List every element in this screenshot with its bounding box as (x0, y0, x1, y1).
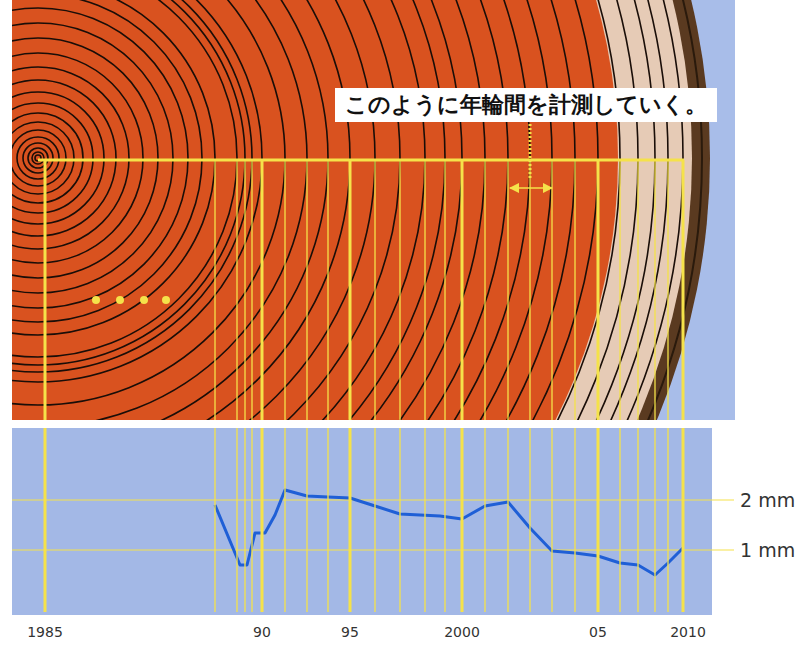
chart-panel (12, 428, 712, 615)
year-line (461, 160, 464, 612)
growth-ring (12, 0, 252, 372)
axis-unit: 2 mm (740, 489, 795, 511)
year-line (597, 160, 600, 612)
growth-ring (12, 0, 638, 420)
growth-ring (23, 143, 53, 173)
growth-ring (12, 38, 158, 278)
growth-ring (12, 0, 245, 365)
bark-edge (12, 0, 702, 420)
growth-ring (12, 0, 683, 420)
bark (12, 0, 710, 420)
axis-unit: 1 mm (740, 539, 795, 561)
year-line (484, 160, 485, 612)
grid (12, 500, 734, 550)
year-line (261, 160, 264, 612)
year-label: 95 (341, 624, 359, 640)
callout-box: このように年輪間を計測していく。 (335, 88, 717, 122)
sapwood (12, 0, 692, 420)
year-line (374, 160, 375, 612)
measure-lines (38, 124, 684, 612)
growth-ring (17, 137, 59, 179)
year-line (284, 160, 285, 612)
growth-ring (12, 0, 375, 420)
growth-ring (12, 0, 285, 405)
growth-ring (12, 23, 173, 293)
growth-ring (12, 0, 598, 420)
year-line (424, 160, 425, 612)
growth-ring (12, 0, 575, 420)
pointer-line (529, 124, 532, 180)
year-line (507, 160, 508, 612)
growth-ring (12, 92, 104, 224)
year-line (44, 160, 47, 612)
growth-ring (12, 122, 74, 194)
year-line (327, 160, 328, 612)
growth-ring (12, 0, 445, 420)
year-line (667, 160, 668, 612)
year-label: 1985 (27, 624, 63, 640)
growth-ring (12, 80, 116, 236)
year-line (654, 160, 655, 612)
year-label: 05 (589, 624, 607, 640)
year-line (682, 160, 685, 612)
growth-ring (12, 67, 129, 249)
dot (92, 296, 100, 304)
dot (162, 296, 170, 304)
growth-ring (12, 0, 425, 420)
year-label: 2000 (444, 624, 480, 640)
growth-ring (12, 103, 93, 213)
ellipsis-dots (92, 296, 170, 304)
growth-ring (12, 53, 143, 263)
tree-section (12, 0, 710, 420)
year-line (251, 160, 252, 612)
growth-ring (32, 152, 44, 164)
growth-ring (12, 0, 350, 420)
growth-ring (12, 0, 655, 420)
year-line (399, 160, 400, 612)
heartwood (12, 0, 618, 420)
year-line (637, 160, 638, 612)
year-line (551, 160, 552, 612)
year-line (574, 160, 575, 612)
year-label: 2010 (670, 624, 706, 640)
callout-text: このように年輪間を計測していく。 (345, 92, 707, 118)
growth-ring (12, 0, 552, 420)
dot (116, 296, 124, 304)
growth-ring (12, 113, 83, 203)
year-line (214, 160, 215, 612)
year-line (349, 160, 352, 612)
grid-line (12, 499, 734, 500)
interval-arrow (510, 187, 552, 189)
year-label: 90 (253, 624, 271, 640)
growth-ring (12, 0, 620, 420)
growth-ring (12, 0, 262, 382)
year-line (444, 160, 445, 612)
growth-ring (12, 0, 485, 420)
radius-line (38, 159, 684, 162)
year-line (236, 160, 237, 612)
dot (140, 296, 148, 304)
year-line (244, 160, 245, 612)
growth-ring (12, 0, 508, 420)
separator (12, 420, 735, 428)
growth-ring (12, 0, 400, 420)
growth-ring (12, 0, 530, 420)
year-line (619, 160, 620, 612)
growth-ring (12, 130, 66, 186)
grid-line (12, 549, 734, 550)
growth-ring (12, 8, 188, 308)
growth-ring (12, 0, 668, 420)
year-line (306, 160, 307, 612)
growth-ring (12, 0, 215, 335)
year-line (529, 160, 530, 612)
growth-ring (12, 0, 328, 420)
